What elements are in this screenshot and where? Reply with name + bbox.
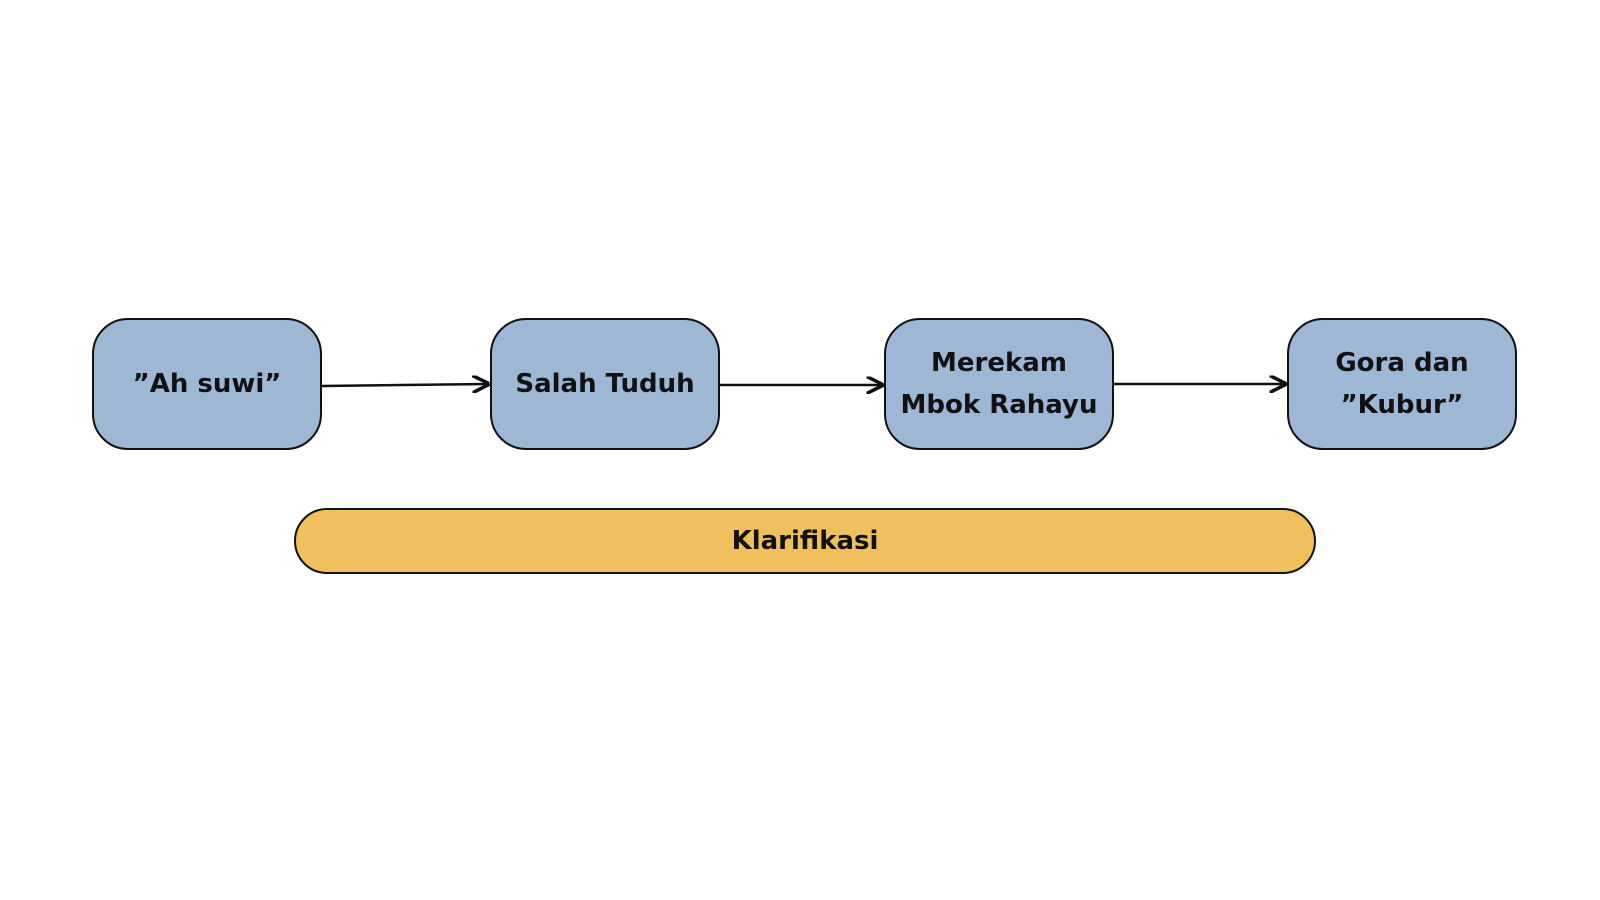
node-ah-suwi: ”Ah suwi” — [92, 318, 322, 450]
arrow-1-to-2 — [321, 384, 488, 386]
klarifikasi-band: Klarifikasi — [294, 508, 1316, 574]
band-label: Klarifikasi — [731, 526, 879, 556]
node-gora-dan-kubur: Gora dan ”Kubur” — [1287, 318, 1517, 450]
node-merekam-mbok-rahayu: Merekam Mbok Rahayu — [884, 318, 1114, 450]
node-salah-tuduh: Salah Tuduh — [490, 318, 720, 450]
node-label: ”Ah suwi” — [132, 369, 282, 399]
node-label: Gora dan ”Kubur” — [1335, 348, 1469, 420]
node-label: Merekam Mbok Rahayu — [900, 348, 1098, 420]
node-label: Salah Tuduh — [515, 369, 695, 399]
